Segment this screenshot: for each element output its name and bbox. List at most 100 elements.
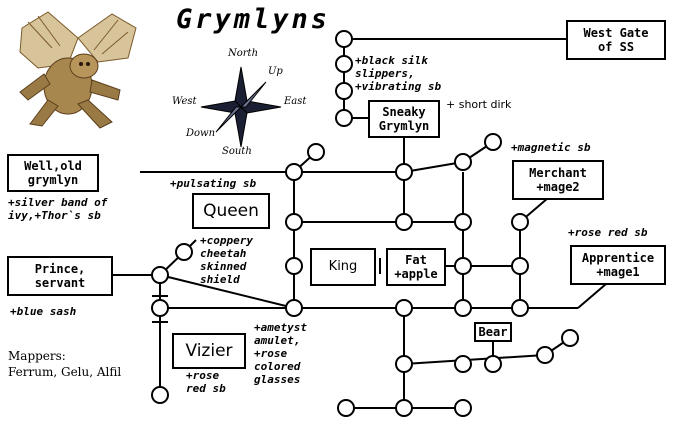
room-node xyxy=(151,299,169,317)
room-node xyxy=(337,399,355,417)
room-label-line: Bear xyxy=(478,325,508,339)
room-label-line: grymlyn xyxy=(27,173,79,187)
room-label-line: Merchant xyxy=(529,166,587,180)
note-pulsating: +pulsating sb xyxy=(170,177,257,190)
room-label-line: of SS xyxy=(597,40,635,54)
compass-rose-icon xyxy=(200,66,282,148)
room-node xyxy=(335,109,353,127)
room-label-line: servant xyxy=(34,276,86,290)
room-node xyxy=(395,163,413,181)
room-king: King xyxy=(310,248,376,286)
room-queen: Queen xyxy=(192,193,270,229)
room-node xyxy=(484,133,502,151)
mappers-names: Ferrum, Gelu, Alfil xyxy=(8,365,122,379)
room-node xyxy=(561,329,579,347)
room-node xyxy=(395,299,413,317)
room-sneaky-grymlyn: Sneaky Grymlyn xyxy=(368,100,440,138)
room-label-line: King xyxy=(328,259,358,274)
room-fat: Fat +apple xyxy=(386,248,446,286)
note-line: +coppery xyxy=(200,234,253,247)
room-west-gate: West Gate of SS xyxy=(566,20,666,60)
note-ametyst: +ametyst amulet, +rose colored glasses xyxy=(254,321,307,386)
room-label-line: Apprentice xyxy=(581,251,655,265)
note-line: red sb xyxy=(186,382,226,395)
note-line: +vibrating sb xyxy=(355,80,442,93)
mappers-credit: Mappers: Ferrum, Gelu, Alfil xyxy=(8,348,121,380)
note-line: cheetah xyxy=(200,247,247,260)
room-label-line: Grymlyn xyxy=(378,119,430,133)
room-node xyxy=(484,355,502,373)
compass-north: North xyxy=(228,48,259,59)
room-node xyxy=(454,355,472,373)
room-merchant: Merchant +mage2 xyxy=(512,160,604,200)
compass-west: West xyxy=(172,96,197,107)
room-label-line: +apple xyxy=(394,267,438,281)
note-black-silk: +black silk slippers, +vibrating sb xyxy=(355,54,441,93)
compass-south: South xyxy=(222,146,252,157)
note-rose-red-vizier: +rose red sb xyxy=(186,369,226,395)
note-line: ivy,+Thor`s sb xyxy=(8,209,101,222)
room-node xyxy=(335,30,353,48)
room-node xyxy=(151,386,169,404)
note-line: +rose xyxy=(254,347,288,360)
room-node xyxy=(454,153,472,171)
room-well: Well,old grymlyn xyxy=(7,154,99,192)
room-label-line: Sneaky xyxy=(382,105,426,119)
grymlyn-creature-illustration xyxy=(19,11,137,129)
room-label-line: Fat xyxy=(405,253,427,267)
room-node xyxy=(285,299,303,317)
room-node xyxy=(285,163,303,181)
room-node xyxy=(335,82,353,100)
note-line: +black silk xyxy=(355,54,428,67)
note-line: +ametyst xyxy=(254,321,307,334)
compass-down: Down xyxy=(186,128,216,139)
room-node xyxy=(395,355,413,373)
room-label-line: Vizier xyxy=(185,341,233,361)
room-node xyxy=(285,257,303,275)
mappers-heading: Mappers: xyxy=(8,349,66,363)
room-node xyxy=(511,257,529,275)
note-blue-sash: +blue sash xyxy=(10,305,77,318)
room-node xyxy=(151,266,169,284)
note-line: colored xyxy=(254,360,301,373)
note-line: skinned xyxy=(200,260,247,273)
map-title: Grymlyns xyxy=(176,4,331,35)
note-short-dirk: + short dirk xyxy=(446,98,512,111)
room-node xyxy=(511,213,529,231)
room-label-line: Queen xyxy=(203,201,259,221)
room-node xyxy=(307,143,325,161)
note-line: shield xyxy=(200,273,240,286)
room-node xyxy=(511,299,529,317)
note-rose-red-apprentice: +rose red sb xyxy=(568,226,648,239)
note-line: amulet, xyxy=(254,334,301,347)
compass-east: East xyxy=(284,96,307,107)
room-node xyxy=(454,399,472,417)
room-label-line: +mage2 xyxy=(536,180,580,194)
room-label-line: West Gate xyxy=(583,26,649,40)
room-node xyxy=(395,213,413,231)
room-vizier: Vizier xyxy=(172,333,246,369)
room-label-line: Well,old xyxy=(24,159,82,173)
room-node xyxy=(285,213,303,231)
room-node xyxy=(454,299,472,317)
room-label-line: Prince, xyxy=(34,262,86,276)
note-silver-band: +silver band of ivy,+Thor`s sb xyxy=(8,196,107,222)
compass-up: Up xyxy=(268,66,283,77)
note-line: +silver band of xyxy=(8,196,108,209)
room-node xyxy=(395,399,413,417)
room-apprentice: Apprentice +mage1 xyxy=(570,245,666,285)
note-line: glasses xyxy=(254,373,301,386)
room-prince: Prince, servant xyxy=(7,256,113,296)
note-line: slippers, xyxy=(355,67,415,80)
note-line: +rose xyxy=(186,369,220,382)
room-bear: Bear xyxy=(474,322,512,342)
room-label-line: +mage1 xyxy=(596,265,640,279)
room-node xyxy=(454,213,472,231)
room-node xyxy=(454,257,472,275)
note-magnetic: +magnetic sb xyxy=(511,141,591,154)
room-node xyxy=(536,346,554,364)
note-coppery: +coppery cheetah skinned shield xyxy=(200,234,253,286)
room-node xyxy=(175,243,193,261)
